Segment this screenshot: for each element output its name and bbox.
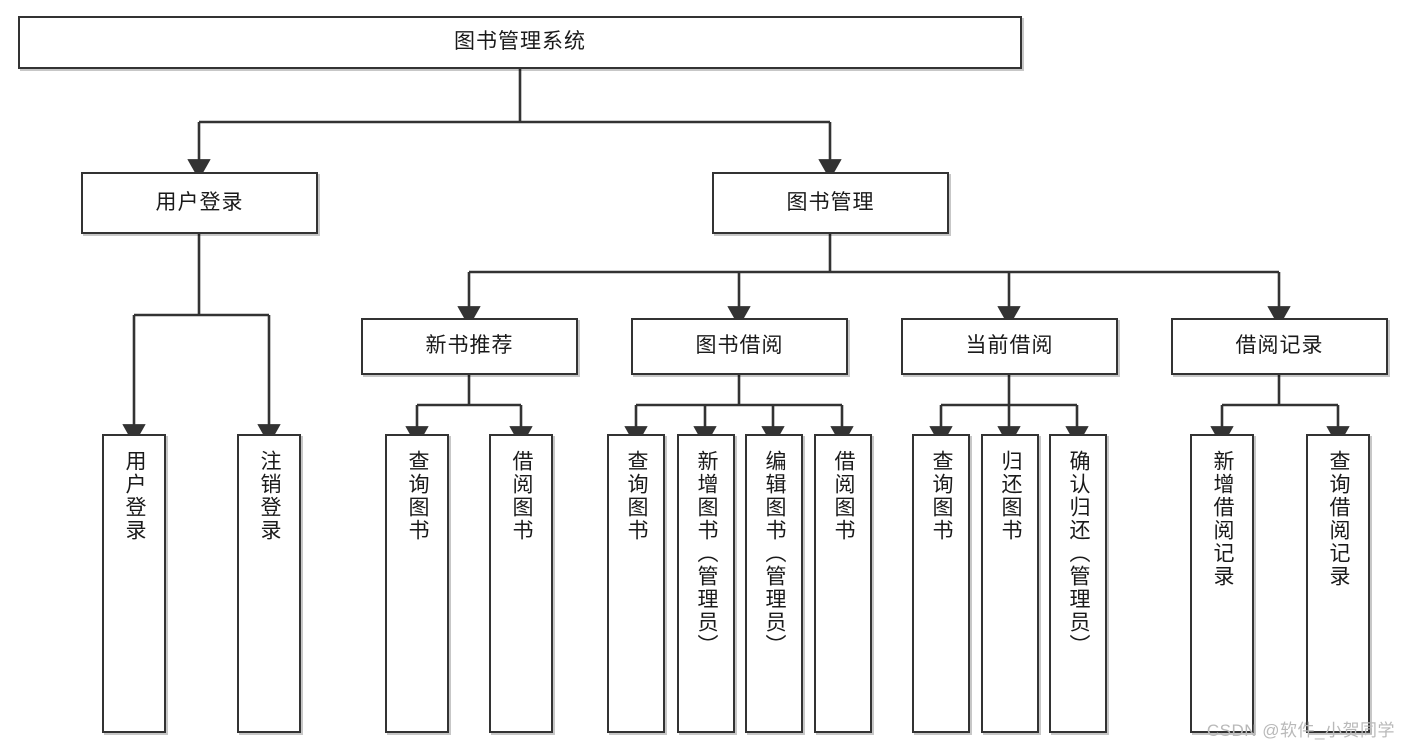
leaf-edit-book-admin[interactable]: 编辑图书（管理员） bbox=[745, 434, 803, 733]
node-user-login-label: 用户登录 bbox=[155, 190, 244, 214]
leaf-add-borrow-record[interactable]: 新增借阅记录 bbox=[1190, 434, 1254, 733]
leaf-query-borrow-record[interactable]: 查询借阅记录 bbox=[1306, 434, 1370, 733]
leaf-borrow-book-new[interactable]: 借阅图书 bbox=[489, 434, 553, 733]
node-borrow-record-label: 借阅记录 bbox=[1235, 334, 1324, 358]
leaf-query-book-borrow-label: 查询图书 bbox=[625, 450, 649, 542]
node-root-label: 图书管理系统 bbox=[454, 30, 586, 54]
leaf-query-borrow-record-label: 查询借阅记录 bbox=[1327, 450, 1351, 588]
leaf-query-book-current[interactable]: 查询图书 bbox=[912, 434, 970, 733]
leaf-query-book-borrow[interactable]: 查询图书 bbox=[607, 434, 665, 733]
leaf-add-book-admin[interactable]: 新增图书（管理员） bbox=[677, 434, 735, 733]
node-user-login[interactable]: 用户登录 bbox=[81, 172, 318, 234]
leaf-return-book-label: 归还图书 bbox=[999, 450, 1023, 542]
leaf-borrow-book-new-label: 借阅图书 bbox=[510, 450, 534, 542]
leaf-borrow-book[interactable]: 借阅图书 bbox=[814, 434, 872, 733]
node-new-book-recommend[interactable]: 新书推荐 bbox=[361, 318, 578, 375]
node-current-borrow[interactable]: 当前借阅 bbox=[901, 318, 1118, 375]
leaf-query-book-new[interactable]: 查询图书 bbox=[385, 434, 449, 733]
node-book-management-label: 图书管理 bbox=[786, 190, 875, 214]
node-new-book-recommend-label: 新书推荐 bbox=[425, 334, 514, 358]
leaf-borrow-book-label: 借阅图书 bbox=[832, 450, 856, 542]
leaf-return-book[interactable]: 归还图书 bbox=[981, 434, 1039, 733]
leaf-user-login[interactable]: 用户登录 bbox=[102, 434, 166, 733]
node-root[interactable]: 图书管理系统 bbox=[18, 16, 1022, 69]
leaf-edit-book-admin-label: 编辑图书（管理员） bbox=[763, 450, 787, 657]
watermark-text: CSDN @软件_小贺同学 bbox=[1206, 721, 1395, 740]
leaf-query-book-current-label: 查询图书 bbox=[930, 450, 954, 542]
node-current-borrow-label: 当前借阅 bbox=[965, 334, 1054, 358]
node-book-borrow-label: 图书借阅 bbox=[695, 334, 784, 358]
leaf-confirm-return-admin[interactable]: 确认归还（管理员） bbox=[1049, 434, 1107, 733]
leaf-add-book-admin-label: 新增图书（管理员） bbox=[695, 450, 719, 657]
node-book-management[interactable]: 图书管理 bbox=[712, 172, 949, 234]
leaf-user-login-label: 用户登录 bbox=[123, 450, 147, 542]
leaf-confirm-return-admin-label: 确认归还（管理员） bbox=[1067, 450, 1091, 657]
leaf-add-borrow-record-label: 新增借阅记录 bbox=[1211, 450, 1235, 588]
leaf-query-book-new-label: 查询图书 bbox=[406, 450, 430, 542]
node-book-borrow[interactable]: 图书借阅 bbox=[631, 318, 848, 375]
leaf-logout-label: 注销登录 bbox=[258, 450, 282, 542]
leaf-logout[interactable]: 注销登录 bbox=[237, 434, 301, 733]
node-borrow-record[interactable]: 借阅记录 bbox=[1171, 318, 1388, 375]
